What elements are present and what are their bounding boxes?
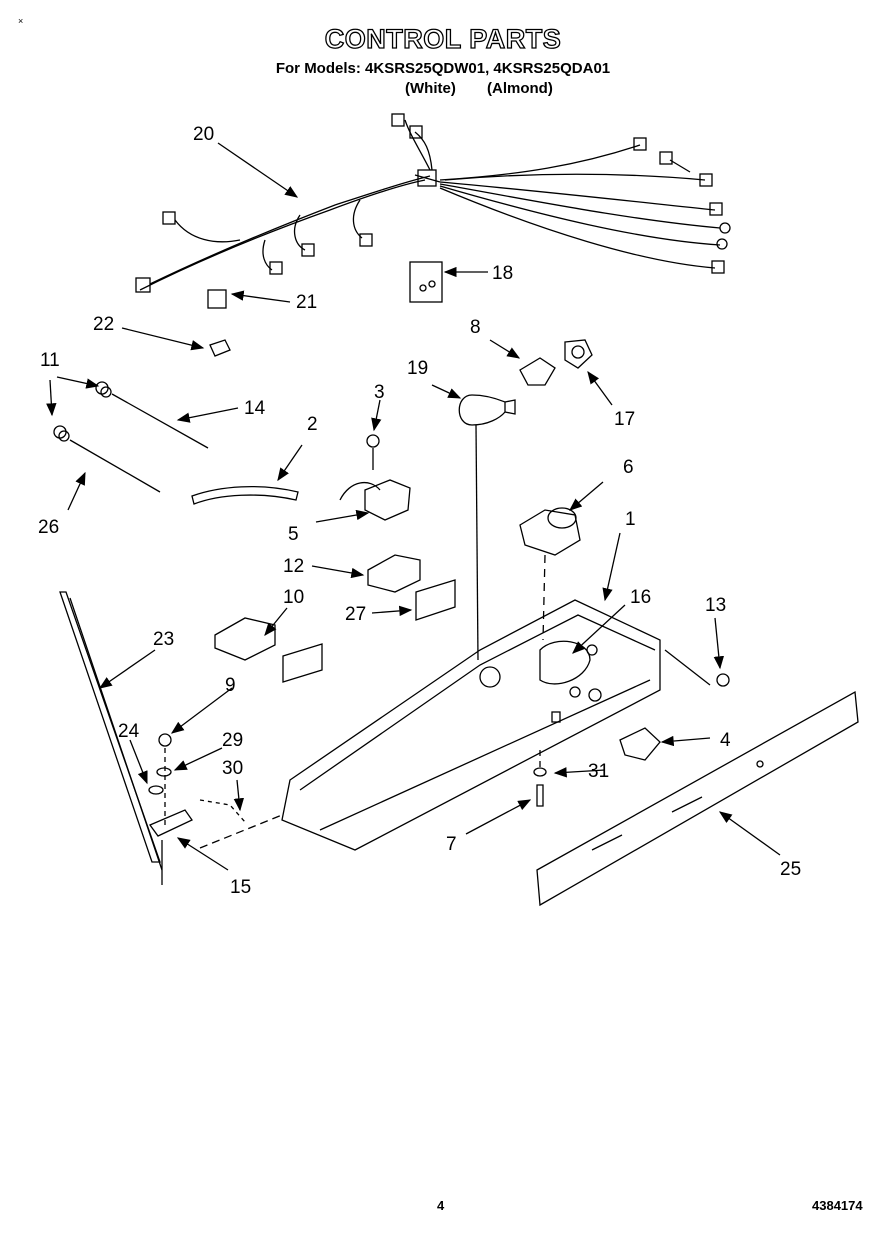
bracket-part-12	[367, 554, 421, 593]
switch-part-4	[619, 727, 661, 761]
callout-14: 14	[244, 398, 266, 419]
clip-part-21	[207, 289, 227, 309]
tube-part-2	[191, 486, 299, 505]
plate-part-18	[409, 261, 443, 303]
bracket-part-10	[214, 617, 276, 661]
callout-4: 4	[720, 730, 731, 751]
callout-22: 22	[93, 314, 114, 335]
callout-21: 21	[296, 292, 317, 313]
panel-part-25	[536, 690, 859, 907]
clip-part-22	[209, 339, 231, 357]
wire-part-30	[199, 799, 246, 823]
models-line: For Models: 4KSRS25QDW01, 4KSRS25QDA01	[275, 60, 611, 77]
callout-16: 16	[630, 587, 651, 608]
light-socket-part	[519, 339, 593, 386]
callout-12: 12	[283, 556, 304, 577]
label-part-27b	[282, 643, 323, 683]
callout-31: 31	[588, 761, 609, 782]
switch-part-5	[339, 434, 411, 521]
callout-5: 5	[288, 524, 299, 545]
sensor-parts	[53, 381, 209, 493]
callout-6: 6	[623, 457, 634, 478]
callout-26: 26	[38, 517, 59, 538]
callout-27: 27	[345, 604, 366, 625]
washer-part-31	[533, 767, 547, 777]
callout-3: 3	[374, 382, 385, 403]
page-number: 4	[437, 1198, 445, 1213]
callout-25: 25	[780, 859, 801, 880]
callout-20: 20	[193, 124, 214, 145]
callout-10: 10	[283, 587, 304, 608]
callout-2: 2	[307, 414, 318, 435]
corner-mark: ×	[18, 16, 24, 26]
page-title: CONTROL PARTS	[324, 23, 562, 54]
callout-8: 8	[470, 317, 481, 338]
callout-29: 29	[222, 730, 243, 751]
label-part-27a	[415, 579, 456, 621]
callout-13: 13	[705, 595, 726, 616]
fastener-stack	[148, 733, 193, 837]
document-number: 4384174	[812, 1198, 863, 1213]
screw-part-13	[716, 673, 730, 687]
callout-18: 18	[492, 263, 513, 284]
callout-17: 17	[614, 409, 635, 430]
trim-part-23	[59, 591, 161, 863]
callout-19: 19	[407, 358, 428, 379]
screw-part-7	[536, 784, 544, 807]
callout-23: 23	[153, 629, 174, 650]
callout-11: 11	[40, 350, 60, 371]
variant-white-label: (White)	[405, 80, 456, 97]
callout-9: 9	[225, 675, 236, 696]
control-housing-part-1	[281, 599, 661, 851]
callout-30: 30	[222, 758, 243, 779]
light-bulb-part	[458, 394, 516, 661]
callout-24: 24	[118, 721, 140, 742]
callout-15: 15	[230, 877, 251, 898]
wiring-harness-part	[135, 113, 731, 293]
callout-7: 7	[446, 834, 457, 855]
control-part-6	[519, 507, 581, 641]
variant-almond-label: (Almond)	[487, 80, 553, 97]
callout-1: 1	[625, 509, 636, 530]
